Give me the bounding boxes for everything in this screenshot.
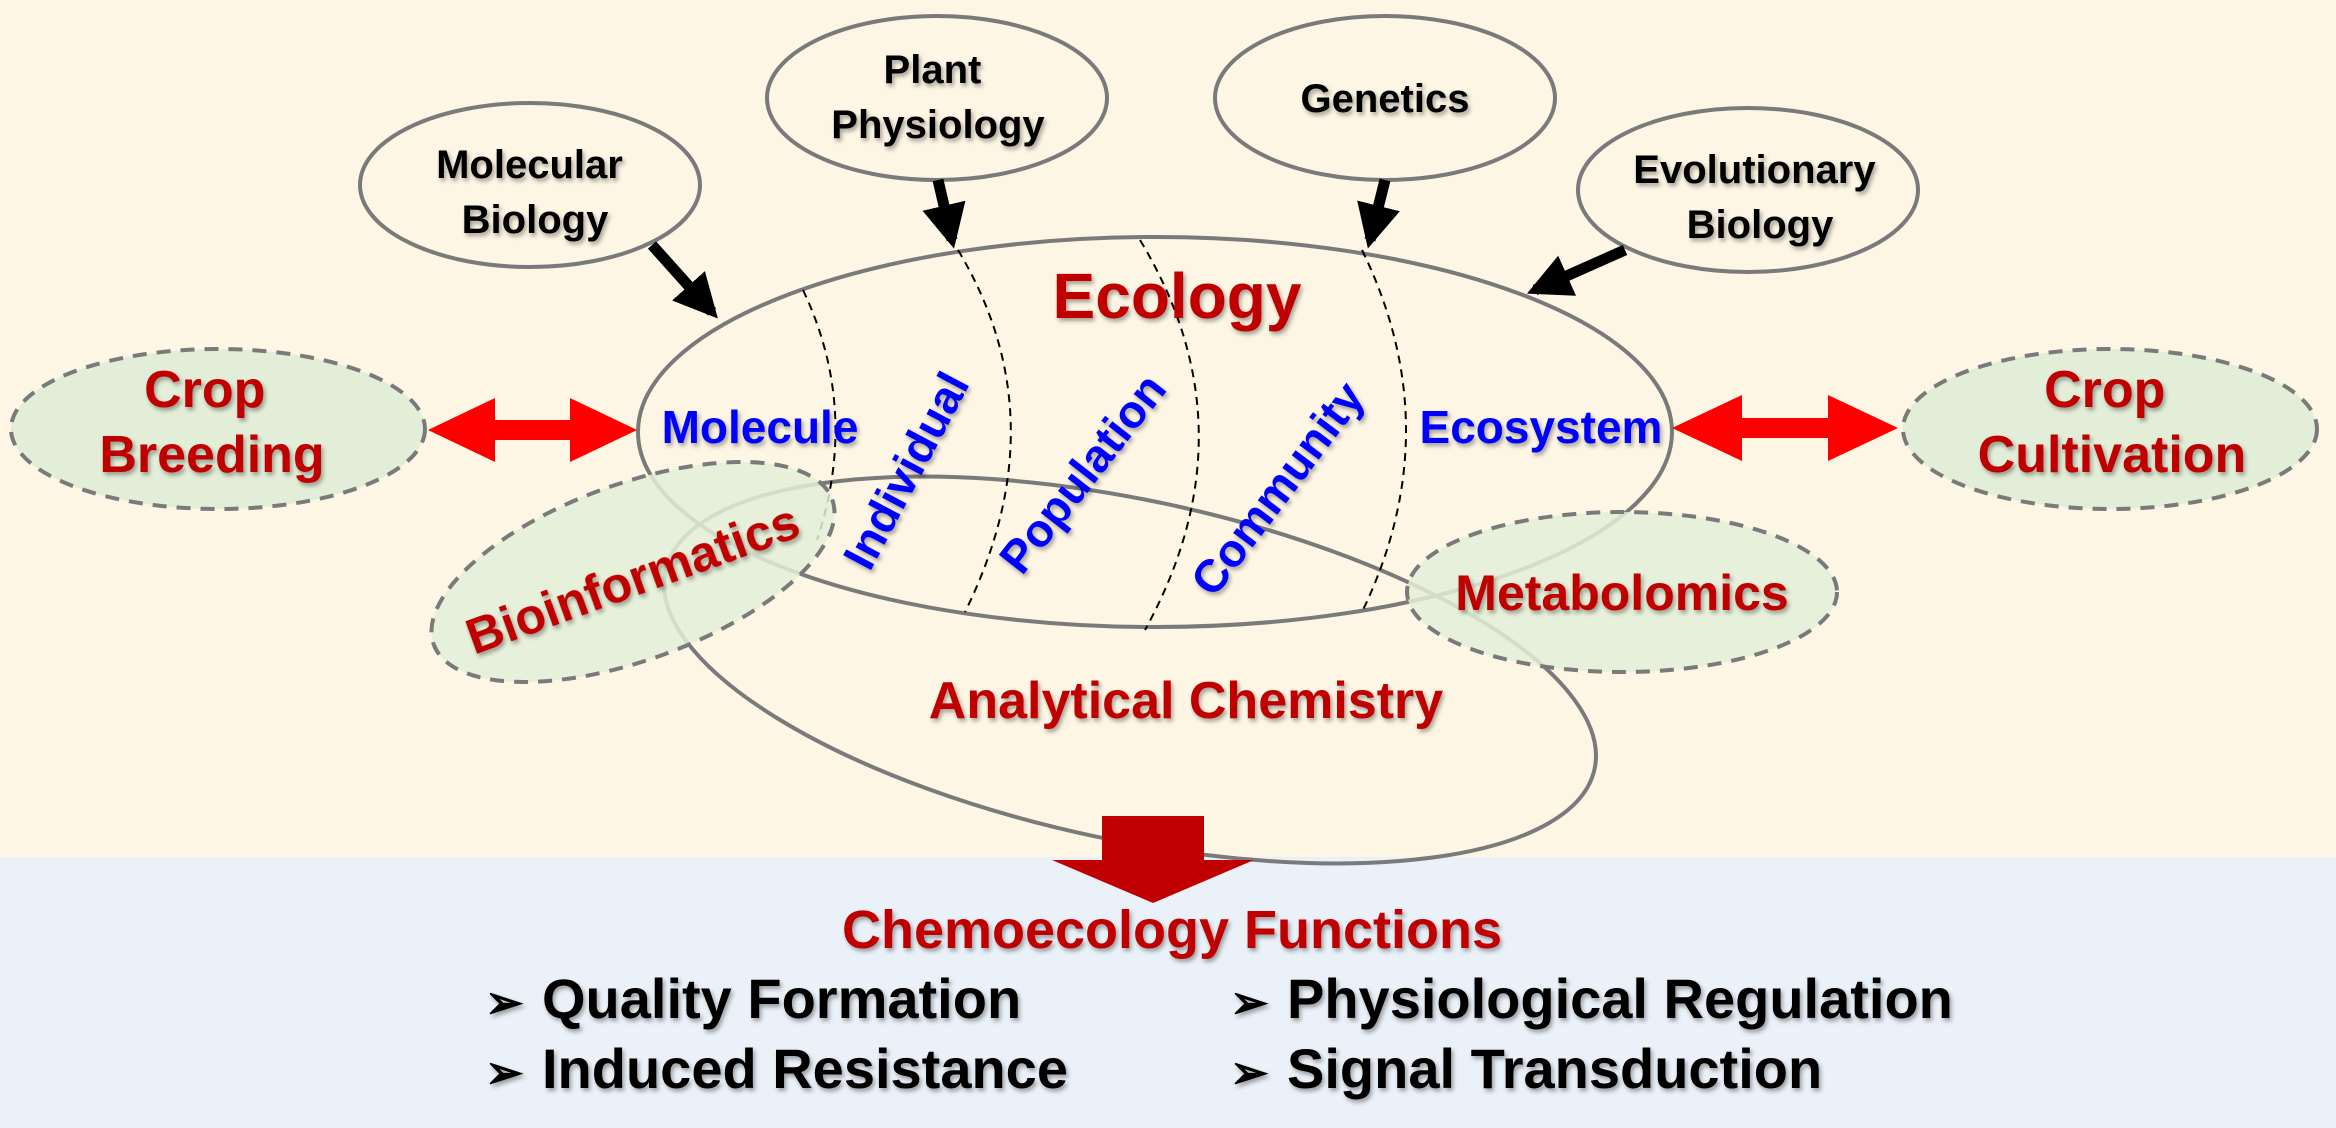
functions-title: Chemoecology Functions — [842, 900, 1502, 960]
divider-2 — [957, 249, 1012, 613]
bioinformatics-ellipse — [429, 460, 837, 684]
metabolomics-label: Metabolomics — [1455, 565, 1788, 621]
arrow-breeding-molecule — [428, 398, 637, 462]
crop-cultivation-label: Crop Cultivation — [1978, 361, 2247, 484]
plant-physiology-line-1: Plant — [884, 48, 982, 92]
ecology-ellipse — [636, 235, 1674, 629]
level-ecosystem: Ecosystem — [1420, 401, 1663, 453]
genetics-label: Genetics — [1301, 77, 1470, 121]
arrow-ecosystem-cultivation — [1672, 395, 1898, 461]
crop-breeding-label: Crop Breeding — [99, 361, 324, 484]
plant-physiology-line-2: Physiology — [831, 103, 1045, 147]
evolutionary-biology-line-1: Evolutionary — [1633, 148, 1876, 192]
down-arrow — [1052, 816, 1254, 903]
function-item-induced-resistance: Induced Resistance — [542, 1037, 1068, 1100]
bottom-background — [0, 857, 2336, 1128]
arrow-genetics — [1357, 178, 1400, 249]
crop-breeding-line-2: Breeding — [99, 426, 324, 484]
crop-breeding-ellipse — [9, 347, 427, 511]
molecular-biology-line-1: Molecular — [436, 143, 623, 187]
bullet-icon: ➢ — [485, 976, 524, 1028]
divider-3 — [1139, 239, 1200, 631]
molecular-biology-line-2: Biology — [462, 198, 609, 242]
function-item-quality-formation: Quality Formation — [542, 967, 1021, 1030]
input-arrows — [647, 178, 1628, 319]
analytical-chemistry-label: Analytical Chemistry — [929, 672, 1443, 730]
crop-cultivation-line-2: Cultivation — [1978, 426, 2247, 484]
plant-physiology-ellipse — [765, 14, 1109, 182]
metabolomics-ellipse — [1405, 510, 1839, 674]
divider-4 — [1361, 249, 1407, 613]
molecular-biology-ellipse — [358, 101, 702, 269]
divider-1 — [802, 289, 837, 541]
arrow-evolutionary-biology — [1526, 244, 1628, 296]
molecular-biology-label: Molecular Biology — [436, 143, 634, 242]
ecology-title: Ecology — [1053, 260, 1302, 332]
crop-cultivation-line-1: Crop — [2044, 361, 2165, 419]
arrow-plant-physiology — [922, 178, 966, 249]
bullet-icon: ➢ — [1230, 976, 1269, 1028]
plant-physiology-label: Plant Physiology — [831, 48, 1045, 147]
crop-cultivation-ellipse — [1901, 347, 2319, 511]
bullet-icon: ➢ — [485, 1046, 524, 1098]
function-item-signal-transduction: Signal Transduction — [1287, 1037, 1822, 1100]
bullet-icon: ➢ — [1230, 1046, 1269, 1098]
evolutionary-biology-line-2: Biology — [1687, 203, 1834, 247]
evolutionary-biology-label: Evolutionary Biology — [1633, 148, 1886, 247]
function-item-physiological-regulation: Physiological Regulation — [1287, 967, 1953, 1030]
level-dividers — [802, 239, 1407, 631]
arrow-molecular-biology — [647, 241, 718, 319]
level-molecule: Molecule — [662, 401, 859, 453]
evolutionary-biology-ellipse — [1576, 106, 1920, 274]
crop-breeding-line-1: Crop — [144, 361, 265, 419]
